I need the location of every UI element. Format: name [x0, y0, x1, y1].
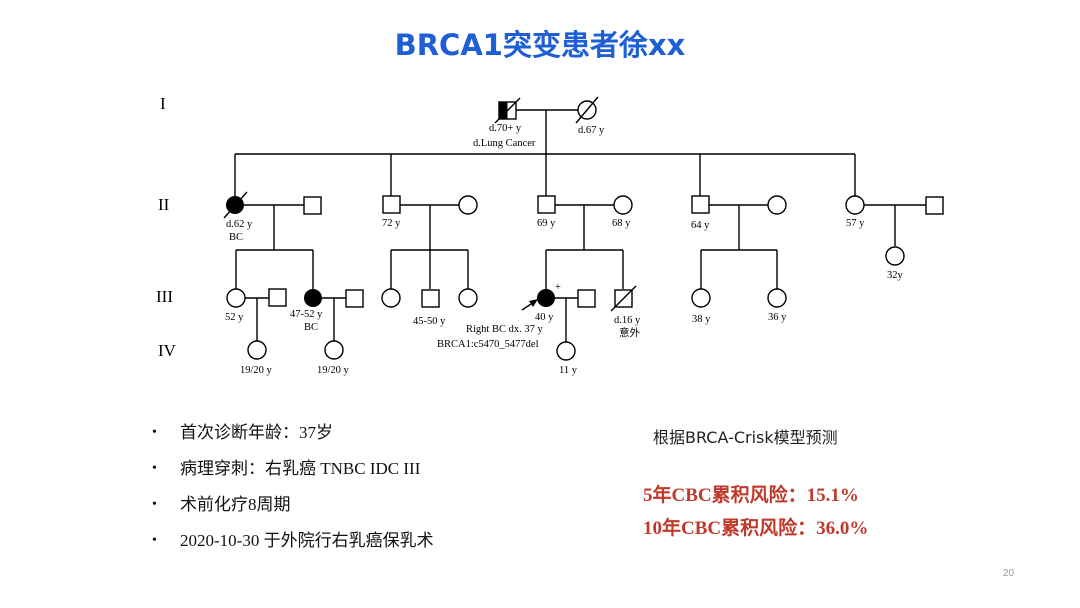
iii1-age: 52 y: [225, 312, 244, 323]
risk-5yr: 5年CBC累积风险：15.1%: [643, 485, 859, 506]
iii6-male-symbol: [421, 289, 440, 308]
slide-title: BRCA1突变患者徐xx: [394, 28, 686, 62]
iii8-proband-symbol: [537, 289, 555, 307]
proband-carrier-mark: +: [555, 282, 561, 293]
ii8-female-symbol: [767, 195, 787, 215]
generation-label-iii: III: [156, 287, 173, 306]
iv1-age: 19/20 y: [240, 365, 273, 376]
ii3-age: 72 y: [382, 218, 401, 229]
proband-mutation: BRCA1:c5470_5477del: [437, 339, 539, 350]
ii4-female-symbol: [458, 195, 478, 215]
grandmother-age: d.67 y: [578, 125, 605, 136]
bullet-icon: •: [152, 497, 157, 512]
ii7-male-symbol: [691, 195, 710, 214]
iii-female-symbol: [885, 246, 905, 266]
ii1-dx: BC: [229, 232, 243, 243]
ii1-affected-female-symbol: [223, 191, 248, 219]
grandfather-age: d.70+ y: [489, 123, 522, 134]
iii7-female-symbol: [458, 288, 478, 308]
findings-list: •首次诊断年龄：37岁 •病理穿刺：右乳癌 TNBC IDC III •术前化疗…: [150, 415, 434, 559]
iii4-male-symbol: [345, 289, 364, 308]
proband-age: 40 y: [535, 312, 554, 323]
model-title: 根据BRCA-Crisk模型预测: [653, 428, 838, 447]
iii5-female-symbol: [381, 288, 401, 308]
ii9-age: 57 y: [846, 218, 865, 229]
iv3-female-symbol: [556, 341, 576, 361]
iii12-female-symbol: [767, 288, 787, 308]
bullet-icon: •: [152, 425, 157, 440]
iv2-female-symbol: [324, 340, 344, 360]
bullet-icon: •: [152, 533, 157, 548]
list-item: •术前化疗8周期: [150, 487, 434, 523]
generation-label-ii: II: [158, 195, 170, 214]
iii10-age: d.16 y: [614, 315, 641, 326]
ii9-female-symbol: [845, 195, 865, 215]
iii12-age: 36 y: [768, 312, 787, 323]
iii-age: 32y: [887, 270, 904, 281]
ii7-age: 64 y: [691, 220, 710, 231]
list-item: •病理穿刺：右乳癌 TNBC IDC III: [150, 451, 434, 487]
iv2-age: 19/20 y: [317, 365, 350, 376]
ii1-age: d.62 y: [226, 219, 253, 230]
iii11-age: 38 y: [692, 314, 711, 325]
iv1-female-symbol: [247, 340, 267, 360]
iii3-affected-female-symbol: [304, 289, 322, 307]
ii6-age: 68 y: [612, 218, 631, 229]
iii9-male-symbol: [577, 289, 596, 308]
bullet-icon: •: [152, 461, 157, 476]
iii11-female-symbol: [691, 288, 711, 308]
iii3-age: 47-52 y: [290, 309, 323, 320]
iii10-cause: 意外: [619, 326, 640, 339]
iv3-age: 11 y: [559, 365, 578, 376]
page-number: 20: [1003, 568, 1015, 579]
pedigree-chart: I II III IV d.70+ y d.Lung Cancer d.67 y: [156, 94, 944, 376]
grandfather-cause: d.Lung Cancer: [473, 138, 536, 149]
grandmother-symbol: [575, 96, 599, 124]
ii5-male-symbol: [537, 195, 556, 214]
ii5-age: 69 y: [537, 218, 556, 229]
iii3-dx: BC: [304, 322, 318, 333]
risk-10yr: 10年CBC累积风险：36.0%: [643, 518, 869, 539]
ii10-male-symbol: [925, 196, 944, 215]
iii1-female-symbol: [226, 288, 246, 308]
proband-arrow-icon: [521, 299, 538, 311]
generation-label-i: I: [160, 94, 166, 113]
ii3-male-symbol: [382, 195, 401, 214]
ii2-male-symbol: [303, 196, 322, 215]
generation-label-iv: IV: [158, 341, 177, 360]
iii6-age: 45-50 y: [413, 316, 446, 327]
proband-dx: Right BC dx. 37 y: [466, 324, 543, 335]
ii6-female-symbol: [613, 195, 633, 215]
list-item: •首次诊断年龄：37岁: [150, 415, 434, 451]
iii2-male-symbol: [268, 288, 287, 307]
list-item: •2020-10-30 于外院行右乳癌保乳术: [150, 523, 434, 559]
iii10-deceased-male-symbol: [610, 285, 637, 312]
